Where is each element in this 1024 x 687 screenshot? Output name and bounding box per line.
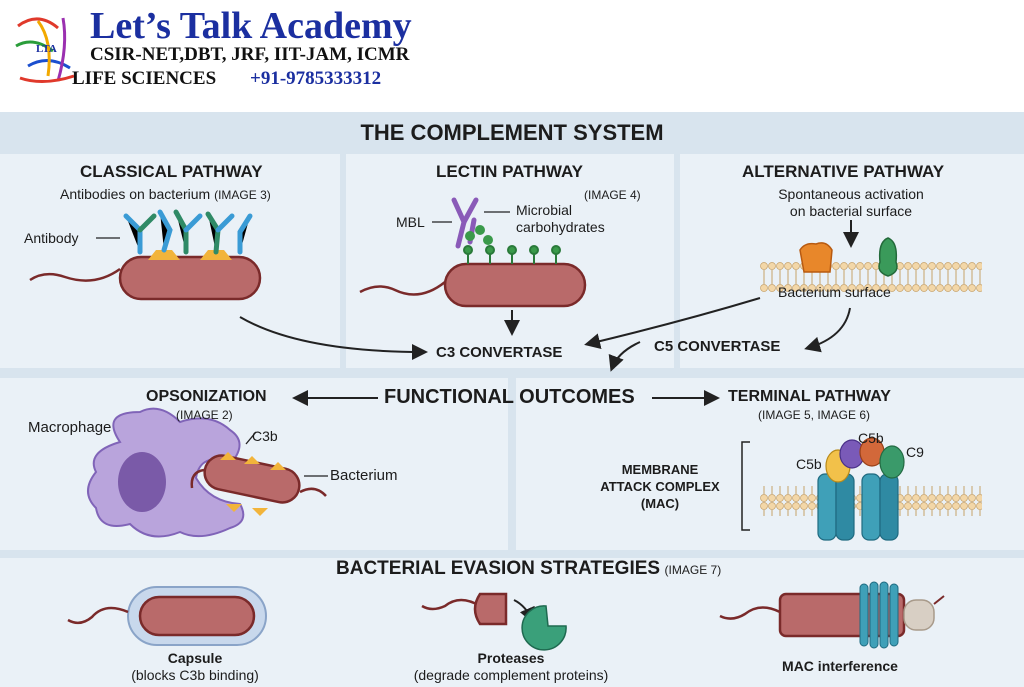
arrow-classical-to-c3 — [239, 316, 428, 360]
classical-bacterium — [29, 250, 262, 301]
surface-label: Bacterium surface — [778, 284, 891, 300]
mac-label-line3: (MAC) — [640, 496, 680, 511]
mac-interference-icon — [719, 581, 945, 649]
carb-label-line1: Microbial — [516, 202, 573, 218]
arrow-c3-to-outcomes — [608, 341, 641, 372]
mbl-label: MBL — [396, 214, 425, 230]
opsonized-bacterium — [190, 452, 327, 516]
mac-label-line2: ATTACK COMPLEX — [600, 479, 720, 494]
exam-list: CSIR-NET,DBT, JRF, IIT-JAM, ICMR — [90, 44, 410, 65]
arrow-alternative-to-c5 — [804, 307, 851, 353]
lectin-bacterium — [359, 245, 587, 308]
c3-protein-icon — [799, 242, 833, 273]
bacterium-surface-membrane — [760, 262, 982, 292]
alternative-title: ALTERNATIVE PATHWAY — [742, 162, 945, 181]
svg-text:LTA: LTA — [36, 43, 57, 55]
protease-bacterium-icon — [421, 592, 567, 651]
mac-label-line1: MEMBRANE — [621, 462, 699, 477]
bacterium-label: Bacterium — [330, 467, 398, 484]
academy-logo-icon: LTA — [15, 17, 75, 83]
proteases-title: Proteases — [477, 650, 545, 666]
header: LTA Let’s Talk Academy CSIR-NET,DBT, JRF… — [0, 0, 1024, 112]
c3b-label: C3b — [252, 428, 278, 444]
classical-subtitle-text: Antibodies on bacterium — [60, 186, 211, 202]
alternative-subtitle-line2: on bacterial surface — [789, 203, 913, 219]
c5-convertase-label: C5 CONVERTASE — [654, 338, 781, 355]
terminal-panel — [516, 378, 1024, 550]
opsonization-title: OPSONIZATION — [146, 388, 267, 405]
c9-label: C9 — [906, 444, 924, 460]
functional-outcomes-title: FUNCTIONAL OUTCOMES — [384, 386, 635, 408]
diagram-graphics — [29, 197, 982, 651]
proteases-desc: (degrade complement proteins) — [413, 667, 609, 683]
c5b-top-label: C5b — [858, 430, 884, 446]
arrow-alternative-to-c3 — [584, 297, 761, 349]
terminal-title: TERMINAL PATHWAY — [728, 388, 891, 405]
alternative-subtitle-line1: Spontaneous activation — [778, 186, 924, 202]
capsule-title: Capsule — [167, 650, 223, 666]
brand-title: Let’s Talk Academy — [90, 5, 412, 47]
c5b-left-label: C5b — [796, 456, 822, 472]
opsonization-ref: (IMAGE 2) — [176, 408, 233, 422]
macrophage-label: Macrophage — [28, 419, 112, 436]
lectin-ref: (IMAGE 4) — [584, 188, 641, 202]
subject-label: LIFE SCIENCES — [72, 68, 217, 89]
complement-diagram: THE COMPLEMENT SYSTEM CLASSICAL PATHWAY … — [0, 112, 1024, 687]
classical-ref: (IMAGE 3) — [214, 188, 271, 202]
classical-subtitle: Antibodies on bacterium (IMAGE 3) — [60, 186, 271, 202]
lectin-title: LECTIN PATHWAY — [436, 162, 584, 181]
macrophage-nucleus — [118, 452, 166, 512]
antibody-icon — [123, 209, 253, 255]
evasion-heading: BACTERIAL EVASION STRATEGIES (IMAGE 7) — [336, 558, 721, 580]
classical-title: CLASSICAL PATHWAY — [80, 162, 263, 181]
protease-enzyme-icon — [521, 605, 567, 651]
evasion-title: BACTERIAL EVASION STRATEGIES — [336, 558, 661, 579]
mac-interference-label: MAC interference — [782, 658, 898, 674]
factor-b-icon — [878, 237, 898, 277]
evasion-ref: (IMAGE 7) — [664, 563, 722, 577]
diagram-title: THE COMPLEMENT SYSTEM — [360, 120, 664, 145]
mac-complex-icon — [817, 437, 905, 541]
terminal-ref: (IMAGE 5, IMAGE 6) — [758, 408, 871, 422]
carb-label-line2: carbohydrates — [516, 219, 605, 235]
c3-convertase-label: C3 CONVERTASE — [436, 344, 563, 361]
phone-number: +91-9785333312 — [250, 68, 382, 89]
antibody-label: Antibody — [24, 230, 79, 246]
capsule-bacterium-icon — [67, 586, 267, 646]
capsule-desc: (blocks C3b binding) — [131, 667, 259, 683]
alternative-panel — [680, 154, 1024, 368]
